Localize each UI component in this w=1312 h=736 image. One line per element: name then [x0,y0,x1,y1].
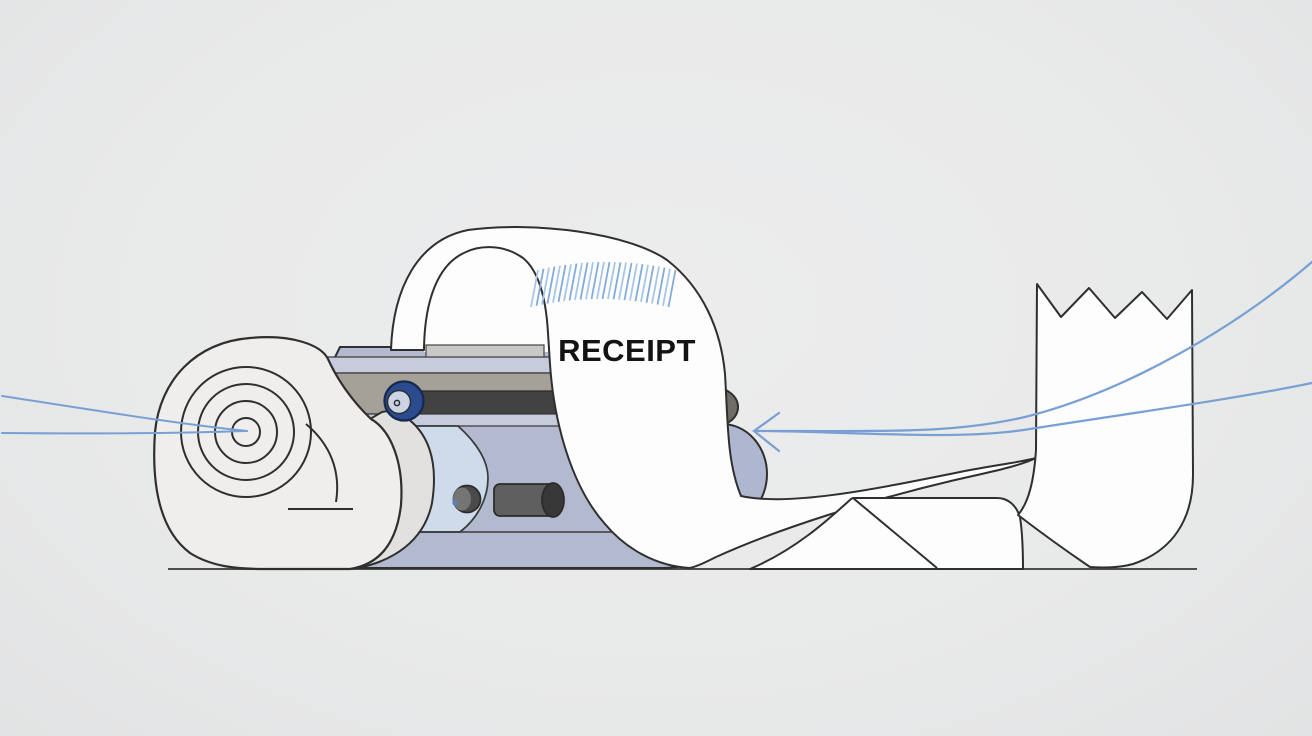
roller-end-cap [541,482,565,518]
hatch-line [618,262,627,300]
hatch-line [601,261,611,300]
hatch-line [546,266,556,304]
receipt-arch-opening [424,247,548,352]
hatch-line [623,262,633,301]
feed-line-upper [1,395,248,432]
hatch-line [656,267,666,305]
hatch-line [667,269,677,308]
flow-arrow [752,260,1312,453]
hatch-line [651,266,660,304]
feed-line-lower [1,430,248,435]
hatch-line [535,268,545,306]
feed-roller [452,482,565,518]
roller-blue-dot [452,500,458,506]
arrow-head-left [752,411,781,453]
hatch-line [662,268,671,306]
receipt-label: RECEIPT [558,333,696,368]
platen-knob [383,380,425,422]
receipt-strip [390,226,1037,569]
feed-lines [1,395,248,435]
hatch-line [590,261,600,300]
hatch-line [596,261,605,300]
hatch-line [530,269,539,308]
hatch-line [563,264,572,302]
paper-roll [153,336,435,571]
hatch-line [552,265,561,303]
hatch-line [634,264,644,302]
barcode-hatching [530,261,677,308]
hatch-line [574,262,583,301]
hatch-line [640,264,649,303]
hatch-line [607,261,616,300]
flow-curve-upper [755,260,1312,433]
knob-center-hole [393,399,401,407]
slot-sliver [425,344,545,358]
hatch-line [629,263,638,301]
hatch-line [541,267,550,305]
torn-receipt [1017,283,1194,569]
paper-roll-wrap-edge [305,423,339,503]
hatch-line [645,265,655,303]
hatch-line [612,262,622,300]
folded-strip [749,497,1024,570]
flow-curve-lower [768,381,1312,437]
hatch-line [557,264,567,303]
fold-crease-line [852,497,938,569]
hatch-line [579,262,589,300]
folded-strip-body [749,497,1024,570]
hatch-line [585,262,594,300]
hatch-line [568,263,578,301]
